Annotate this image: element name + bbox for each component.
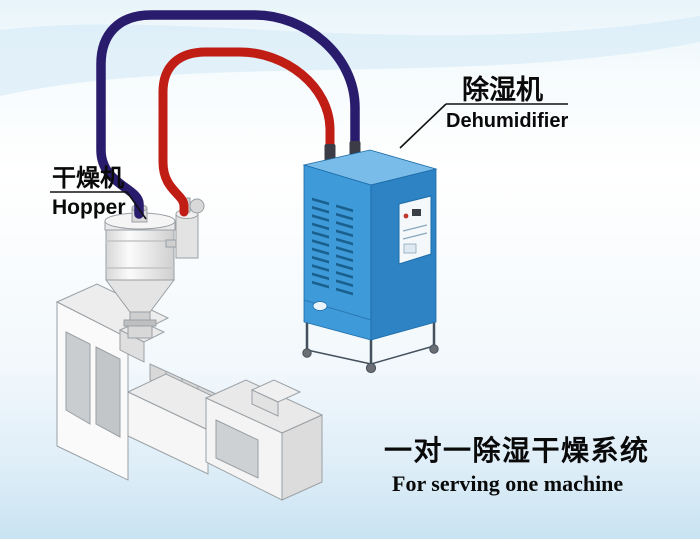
supply-pipe-red [158,47,335,217]
dehumidifier-frame-bar [370,345,435,365]
background-swoosh [0,16,700,96]
hopper-pointer-line [126,191,147,220]
extruder-machine [55,283,324,501]
hopper-dryer [104,197,205,339]
dehumidifier-pointer-line [399,103,447,149]
loader-blower [189,198,205,214]
return-pipe-navy [96,10,360,219]
brand-logo-badge [312,301,328,311]
hopper-base-mount [127,325,153,339]
panel-line [402,224,428,232]
dehumidifier-unit [302,141,439,374]
caster-wheel [302,348,312,358]
dehumidifier-label-cn: 除湿机 [462,74,543,106]
loader-body [175,213,199,259]
panel-line [402,232,428,240]
machine-topbox-front [251,389,279,417]
machine-headstock-panel [215,419,259,479]
panel-display [412,209,421,216]
machine-door-panel-left [65,331,91,425]
system-title-en: For serving one machine [392,471,623,496]
panel-indicator-light [403,213,409,219]
hopper-throat [129,311,151,321]
control-panel [398,195,432,265]
caster-wheel [429,344,439,354]
hopper-flange [123,319,157,327]
vent-grille-left [312,196,329,292]
dehumidifier-callout: 除湿机 Dehumidifier [399,74,568,149]
hopper-callout: 干燥机 Hopper [50,164,147,220]
hopper-body [105,229,175,281]
hopper-label-cn: 干燥机 [52,164,124,192]
system-title-block: 一对一除湿干燥系统 For serving one machine [384,434,650,496]
machine-door-panel-right [95,346,121,438]
machine-middeck-front [127,391,209,475]
hopper-label-en: Hopper [52,196,126,219]
machine-headstock-side [281,414,323,501]
panel-button-group [403,243,417,254]
vent-grille-right [336,203,353,296]
dehumidifier-label-en: Dehumidifier [446,110,568,132]
caster-wheel [365,362,377,374]
system-title-cn: 一对一除湿干燥系统 [384,434,650,467]
pipe-fitting-red [324,144,336,162]
dehumidifier-frame-bar [306,349,372,365]
